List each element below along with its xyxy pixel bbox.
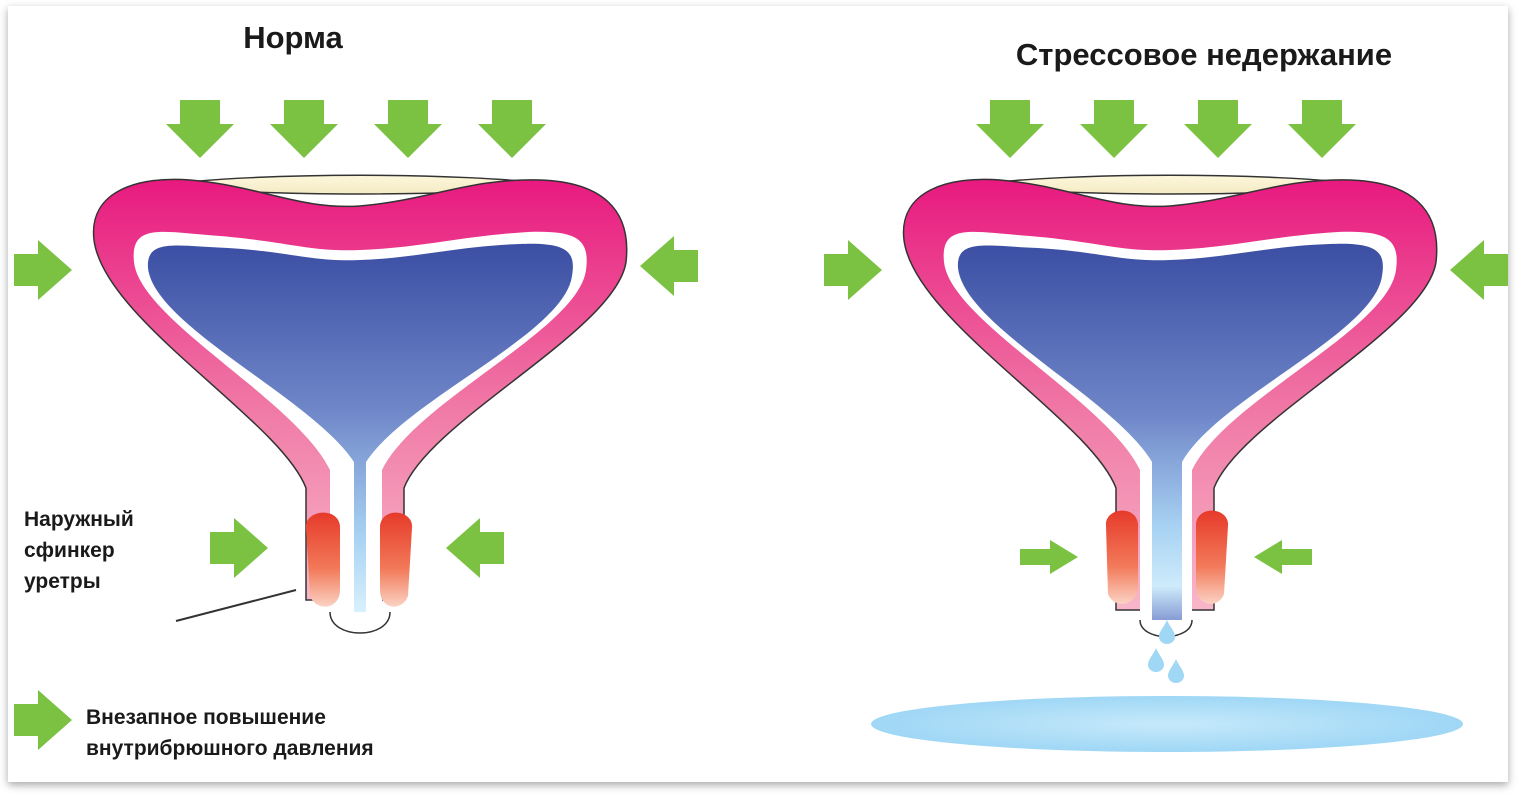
- urethra-end: [329, 611, 391, 634]
- pressure-arrow-icon: [210, 518, 268, 578]
- pressure-arrow-icon: [14, 690, 72, 750]
- pressure-arrow-icon: [446, 518, 504, 578]
- sphincter-right: [380, 512, 413, 607]
- pressure-arrow-icon: [1184, 100, 1252, 158]
- legend-line2: внутрибрюшного давления: [86, 737, 374, 760]
- stress-title: Стрессовое недержание: [1015, 37, 1393, 72]
- legend-line1: Внезапное повышение: [86, 706, 326, 729]
- urine-drop-icon: [1148, 648, 1164, 672]
- bladder-interior: [957, 243, 1383, 624]
- urine-drop-icon: [1168, 659, 1184, 683]
- pressure-arrow-icon: [166, 100, 234, 158]
- normal-title: Норма: [243, 20, 343, 55]
- pressure-arrow-icon: [976, 100, 1044, 158]
- pressure-arrow-icon: [1288, 100, 1356, 158]
- pressure-arrow-icon: [270, 100, 338, 158]
- sphincter-label: Наружный сфинкер уретры: [24, 504, 134, 597]
- pressure-arrow-icon: [1020, 540, 1078, 574]
- sphincter-left: [305, 512, 340, 607]
- pressure-arrow-icon: [374, 100, 442, 158]
- pressure-arrow-icon: [478, 100, 546, 158]
- sphincter-left: [1105, 510, 1138, 604]
- pressure-arrow-icon: [1450, 240, 1508, 300]
- legend-text: Внезапное повышение внутрибрюшного давле…: [86, 702, 374, 764]
- urine-puddle: [871, 696, 1463, 752]
- normal-panel: [14, 100, 698, 634]
- sphincter-right: [1196, 510, 1229, 604]
- pressure-arrow-icon: [14, 240, 72, 300]
- stress-panel: [824, 100, 1508, 752]
- sphincter-label-line2: сфинкер: [24, 539, 115, 562]
- pressure-arrow-icon: [640, 236, 698, 296]
- sphincter-label-line1: Наружный: [24, 508, 134, 531]
- sphincter-label-line3: уретры: [24, 570, 101, 593]
- pressure-arrow-icon: [1254, 540, 1312, 574]
- sphincter-pointer-line: [175, 589, 297, 622]
- bladder-interior: [147, 243, 573, 612]
- pressure-arrow-icon: [1080, 100, 1148, 158]
- pressure-arrow-icon: [824, 240, 882, 300]
